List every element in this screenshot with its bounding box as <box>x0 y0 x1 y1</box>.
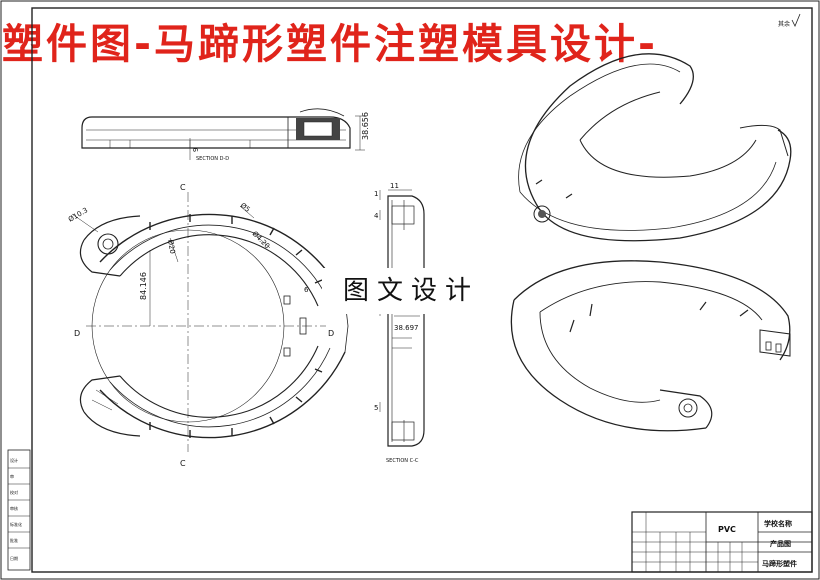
section-d-d-view <box>81 108 365 160</box>
dim-top-small: 9 <box>192 148 200 152</box>
title-part-name: 马蹄形塑件 <box>762 559 797 568</box>
dim-side-4: 4 <box>374 212 379 220</box>
strip-cell-5: 标准化 <box>10 521 22 527</box>
inner-border <box>31 7 813 573</box>
left-strip: 设计 审 校对 审核 标准化 批准 日期 <box>7 449 31 571</box>
dim-side-5: 5 <box>374 404 378 412</box>
dim-dia-4: Ø4.20 <box>251 230 272 251</box>
section-d-label: SECTION D-D <box>196 156 229 162</box>
dim-dia-2: Ø20 <box>166 239 176 255</box>
section-marker-c-top: C <box>180 183 186 192</box>
dim-radius: 84.146 <box>139 272 148 300</box>
plan-view <box>71 192 349 452</box>
dim-side-width: 11 <box>390 182 399 190</box>
dim-dia-3: Ø5 <box>239 201 252 214</box>
dim-small-6: 6 <box>304 286 309 294</box>
title-banner: 塑件图-马蹄形塑件注塑模具设计- <box>2 20 659 68</box>
title-material: PVC <box>718 525 736 534</box>
section-marker-c-bottom: C <box>180 459 186 468</box>
dim-dia-1: Ø10.3 <box>67 206 89 223</box>
corner-mark-text: 其余 <box>778 20 790 28</box>
section-marker-d-right: D <box>328 329 334 338</box>
title-block <box>631 511 813 573</box>
strip-cell-4: 审核 <box>10 505 18 511</box>
watermark: 图文设计 <box>322 268 500 314</box>
isometric-view-bottom <box>510 260 791 432</box>
section-c-c-view <box>379 189 425 447</box>
title-school: 学校名称 <box>764 519 792 528</box>
isometric-view-top <box>518 53 792 242</box>
dim-side-1: 1 <box>374 190 378 198</box>
section-marker-d-left: D <box>74 329 80 338</box>
roughness-mark: 其余 <box>778 13 801 28</box>
title-drawing-type: 产品图 <box>770 539 791 548</box>
strip-cell-6: 批准 <box>10 537 18 543</box>
strip-cell-2: 审 <box>10 473 14 479</box>
strip-cell-1: 设计 <box>10 457 18 463</box>
strip-cell-7: 日期 <box>10 555 18 561</box>
strip-cell-3: 校对 <box>10 489 18 495</box>
section-c-label: SECTION C-C <box>386 458 419 464</box>
dim-side-38: 38.697 <box>394 324 419 332</box>
dim-top-height: 38.656 <box>361 112 370 140</box>
